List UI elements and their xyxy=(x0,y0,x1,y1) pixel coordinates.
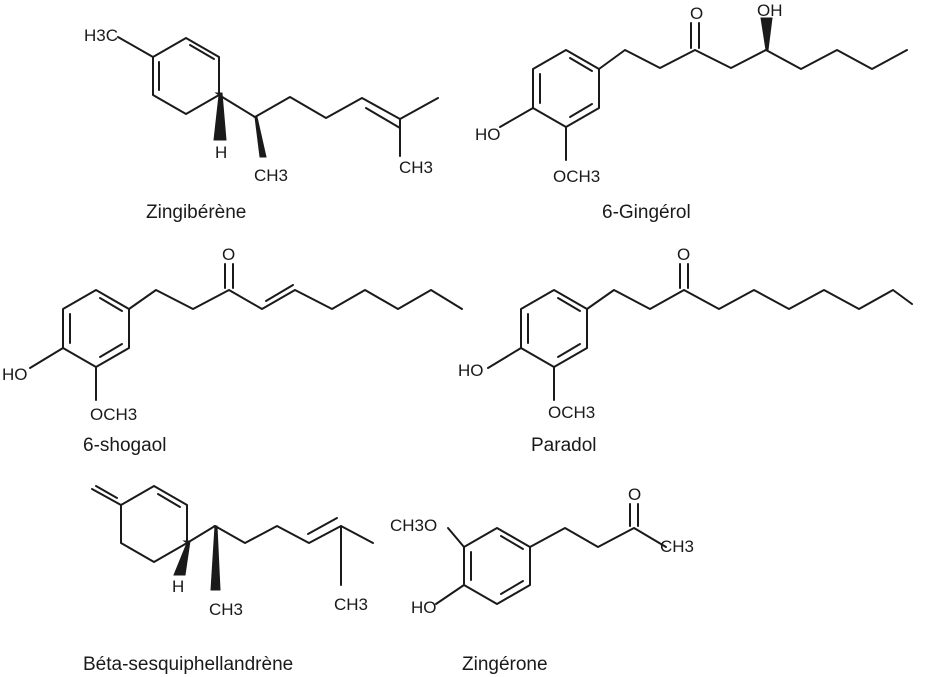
paradol-caption: Paradol xyxy=(531,435,597,456)
gingerol-ho-label: HO xyxy=(475,125,501,144)
zingerone-structure: CH3O HO O CH3 Zingérone xyxy=(390,485,694,675)
paradol-ho-label: HO xyxy=(458,361,484,380)
paradol-structure: O HO OCH3 Paradol xyxy=(458,245,913,456)
zingerone-ch3o-label: CH3O xyxy=(390,516,437,535)
zingiberene-structure: H3C H CH3 CH3 Zingibérène xyxy=(84,26,439,223)
zingerone-ch3-label: CH3 xyxy=(660,537,694,556)
zingiberene-ch3-label: CH3 xyxy=(254,166,288,185)
zingiberene-h-label: H xyxy=(215,143,227,162)
zingiberene-caption: Zingibérène xyxy=(146,202,246,223)
gingerol-structure: O OH HO OCH3 6-Gingérol xyxy=(475,1,908,223)
sesquiphellandrene-structure: H CH3 CH3 Béta-sesquiphellandrène xyxy=(83,485,374,675)
sesquiphellandrene-caption: Béta-sesquiphellandrène xyxy=(83,654,293,675)
zingerone-ho-label: HO xyxy=(411,598,437,617)
sesquiphellandrene-ch3-label: CH3 xyxy=(334,595,368,614)
shogaol-o-label: O xyxy=(222,245,235,264)
shogaol-structure: O HO OCH3 6-shogaol xyxy=(2,245,463,456)
gingerol-oh-label: OH xyxy=(757,1,783,20)
zingiberene-ch3-label: CH3 xyxy=(399,158,433,177)
gingerol-caption: 6-Gingérol xyxy=(602,202,691,223)
shogaol-ho-label: HO xyxy=(2,365,28,384)
shogaol-och3-label: OCH3 xyxy=(90,405,137,424)
zingerone-o-label: O xyxy=(628,485,641,504)
gingerol-o-label: O xyxy=(690,4,703,23)
paradol-o-label: O xyxy=(677,245,690,264)
sesquiphellandrene-ch3-label: CH3 xyxy=(209,600,243,619)
gingerol-och3-label: OCH3 xyxy=(553,167,600,186)
zingiberene-h3c-label: H3C xyxy=(84,26,118,45)
zingerone-caption: Zingérone xyxy=(462,654,548,675)
shogaol-caption: 6-shogaol xyxy=(83,435,166,456)
paradol-och3-label: OCH3 xyxy=(548,403,595,422)
sesquiphellandrene-h-label: H xyxy=(172,577,184,596)
